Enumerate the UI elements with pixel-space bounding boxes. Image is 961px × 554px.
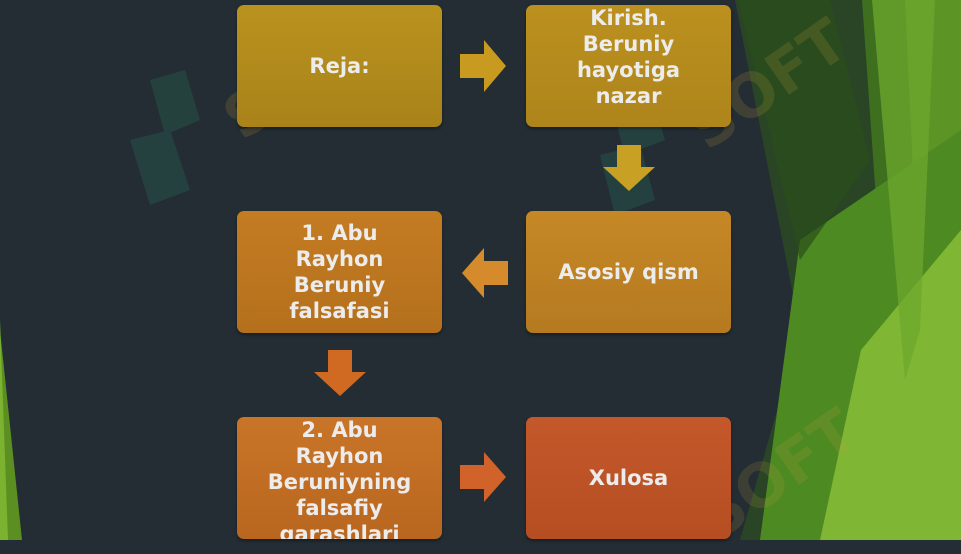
xulosa-label: Xulosa <box>588 466 669 490</box>
arrow-down-icon <box>603 145 655 191</box>
falsafa-box: 1. Abu Rayhon Beruniy falsafasi <box>237 211 442 333</box>
falsafa-label: 1. Abu Rayhon Beruniy falsafasi <box>289 221 390 323</box>
qarashlar-box: 2. Abu Rayhon Beruniyning falsafiy qaras… <box>237 417 442 539</box>
arrow-left-icon <box>462 248 508 298</box>
kirish-box: Kirish. Beruniy hayotiga nazar <box>526 5 731 127</box>
reja-box: Reja: <box>237 5 442 127</box>
background-decoration <box>0 0 961 540</box>
asosiy-box: Asosiy qism <box>526 211 731 333</box>
arrow-right-icon <box>460 40 506 92</box>
reja-label: Reja: <box>309 54 370 78</box>
qarashlar-label: 2. Abu Rayhon Beruniyning falsafiy qaras… <box>267 418 412 539</box>
arrow-right-icon-2 <box>460 452 506 502</box>
kirish-label: Kirish. Beruniy hayotiga nazar <box>576 6 681 108</box>
arrow-down-icon-2 <box>314 350 366 396</box>
asosiy-label: Asosiy qism <box>558 260 699 284</box>
xulosa-box: Xulosa <box>526 417 731 539</box>
